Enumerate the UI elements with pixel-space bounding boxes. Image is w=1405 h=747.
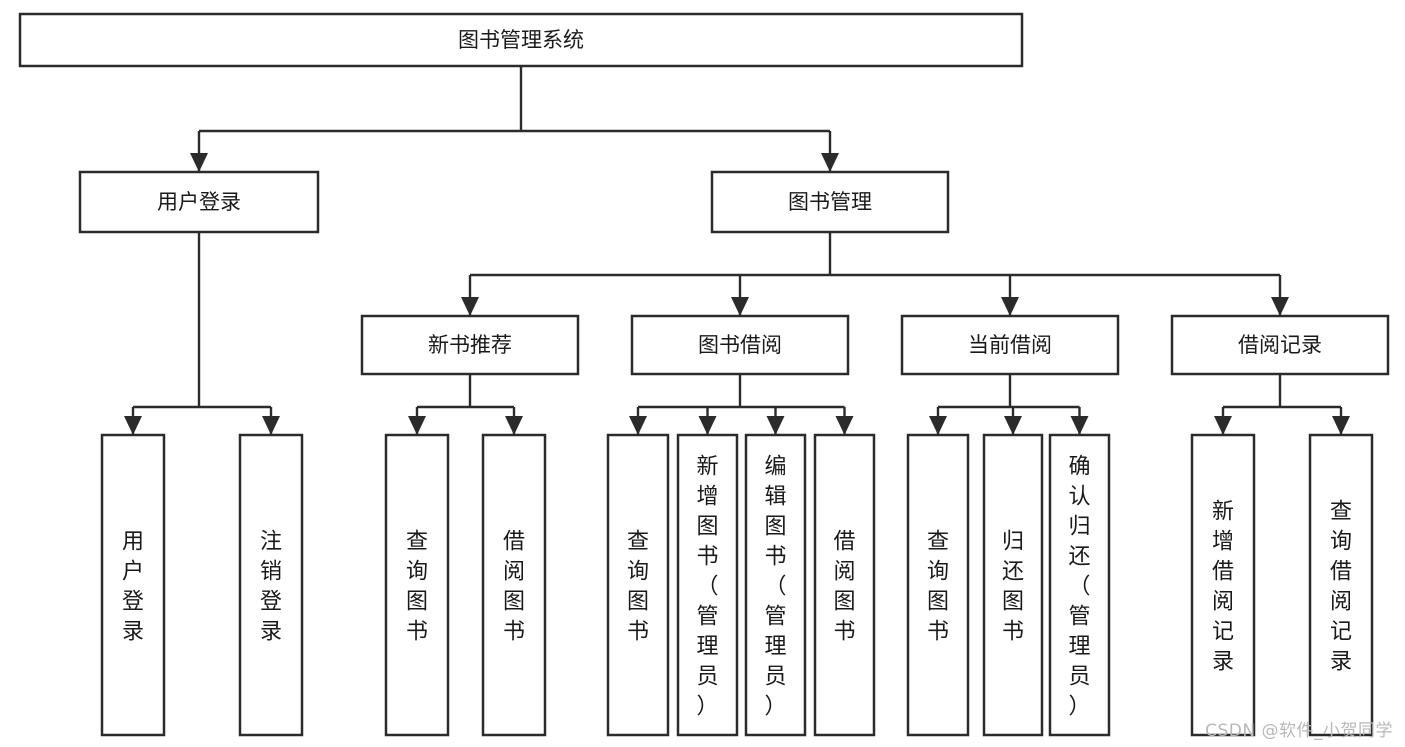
- node-box-book-borrow: [630, 314, 850, 376]
- arrow-head-icon: [1001, 297, 1019, 316]
- node-box-leaf-edit-book-admin: [744, 433, 807, 737]
- arrow-head-icon: [731, 297, 749, 316]
- node-label-leaf-borrow-book-rec: 借阅图书: [503, 529, 525, 644]
- node-box-borrow-record: [1170, 314, 1390, 376]
- node-leaf-borrow-book[interactable]: 借阅图书: [813, 433, 876, 737]
- node-label-root: 图书管理系统: [458, 28, 584, 52]
- node-box-leaf-add-book-admin: [676, 433, 739, 737]
- node-box-leaf-query-borrow-record: [1308, 433, 1374, 737]
- node-label-book-management: 图书管理: [788, 190, 872, 214]
- node-book-management[interactable]: 图书管理: [710, 170, 950, 234]
- arrow-head-icon: [505, 416, 523, 435]
- arrow-head-icon: [821, 153, 839, 172]
- node-borrow-record[interactable]: 借阅记录: [1170, 314, 1390, 376]
- nodes-layer: 图书管理系统用户登录图书管理新书推荐图书借阅当前借阅借阅记录用户登录注销登录查询…: [18, 12, 1390, 737]
- node-leaf-return-book[interactable]: 归还图书: [982, 433, 1044, 737]
- arrow-head-icon: [408, 416, 426, 435]
- node-leaf-query-book-rec[interactable]: 查询图书: [384, 433, 450, 737]
- node-label-current-borrow: 当前借阅: [968, 333, 1052, 357]
- node-label-user-login: 用户登录: [157, 190, 241, 214]
- node-box-user-login: [78, 170, 320, 234]
- node-label-book-borrow: 图书借阅: [698, 333, 782, 357]
- node-box-book-management: [710, 170, 950, 234]
- node-label-new-book-recommend: 新书推荐: [428, 333, 512, 357]
- node-label-borrow-record: 借阅记录: [1238, 333, 1322, 357]
- arrow-head-icon: [1070, 416, 1089, 435]
- connectors-layer: [124, 66, 1350, 435]
- node-label-leaf-return-book: 归还图书: [1002, 529, 1024, 644]
- node-box-leaf-user-login: [100, 433, 166, 737]
- node-leaf-user-login[interactable]: 用户登录: [100, 433, 166, 737]
- node-leaf-edit-book-admin[interactable]: 编辑图书（管理员）: [744, 433, 807, 737]
- node-label-leaf-confirm-return-admin: 确认归还（管理员）: [1068, 454, 1090, 719]
- node-box-leaf-add-borrow-record: [1190, 433, 1256, 737]
- arrow-head-icon: [835, 416, 854, 435]
- arrow-head-icon: [766, 416, 785, 435]
- node-box-leaf-user-logout: [238, 433, 304, 737]
- node-book-borrow[interactable]: 图书借阅: [630, 314, 850, 376]
- arrow-head-icon: [1214, 416, 1232, 435]
- node-label-leaf-user-login: 用户登录: [122, 529, 144, 644]
- node-leaf-query-borrow-record[interactable]: 查询借阅记录: [1308, 433, 1374, 737]
- arrow-head-icon: [698, 416, 717, 435]
- node-label-leaf-add-borrow-record: 新增借阅记录: [1212, 499, 1234, 674]
- arrow-head-icon: [461, 297, 479, 316]
- node-label-leaf-query-borrow-record: 查询借阅记录: [1330, 499, 1352, 674]
- node-label-leaf-borrow-book: 借阅图书: [833, 529, 855, 644]
- arrow-head-icon: [1332, 416, 1350, 435]
- node-box-leaf-query-book-borrow: [606, 433, 670, 737]
- node-label-leaf-query-book-borrow: 查询图书: [627, 529, 649, 644]
- node-box-leaf-return-book: [982, 433, 1044, 737]
- node-leaf-query-book-borrow[interactable]: 查询图书: [606, 433, 670, 737]
- node-label-leaf-add-book-admin: 新增图书（管理员）: [696, 454, 718, 719]
- node-label-leaf-query-book-rec: 查询图书: [406, 529, 428, 644]
- node-root[interactable]: 图书管理系统: [18, 12, 1024, 68]
- node-box-leaf-borrow-book-rec: [481, 433, 547, 737]
- arrow-head-icon: [124, 416, 142, 435]
- node-box-leaf-query-book-rec: [384, 433, 450, 737]
- arrow-head-icon: [190, 153, 208, 172]
- node-box-leaf-borrow-book: [813, 433, 876, 737]
- node-leaf-add-borrow-record[interactable]: 新增借阅记录: [1190, 433, 1256, 737]
- node-label-leaf-query-book-current: 查询图书: [927, 529, 949, 644]
- node-leaf-confirm-return-admin[interactable]: 确认归还（管理员）: [1048, 433, 1111, 737]
- node-box-leaf-confirm-return-admin: [1048, 433, 1111, 737]
- node-leaf-user-logout[interactable]: 注销登录: [238, 433, 304, 737]
- node-box-leaf-query-book-current: [906, 433, 970, 737]
- node-box-root: [18, 12, 1024, 68]
- node-label-leaf-edit-book-admin: 编辑图书（管理员）: [764, 454, 786, 719]
- node-leaf-query-book-current[interactable]: 查询图书: [906, 433, 970, 737]
- node-new-book-recommend[interactable]: 新书推荐: [360, 314, 580, 376]
- node-leaf-borrow-book-rec[interactable]: 借阅图书: [481, 433, 547, 737]
- node-user-login[interactable]: 用户登录: [78, 170, 320, 234]
- node-label-leaf-user-logout: 注销登录: [260, 529, 282, 644]
- arrow-head-icon: [262, 416, 280, 435]
- arrow-head-icon: [929, 416, 947, 435]
- node-leaf-add-book-admin[interactable]: 新增图书（管理员）: [676, 433, 739, 737]
- node-box-new-book-recommend: [360, 314, 580, 376]
- node-current-borrow[interactable]: 当前借阅: [900, 314, 1120, 376]
- arrow-head-icon: [1004, 416, 1022, 435]
- node-box-current-borrow: [900, 314, 1120, 376]
- arrow-head-icon: [629, 416, 647, 435]
- arrow-head-icon: [1271, 297, 1289, 316]
